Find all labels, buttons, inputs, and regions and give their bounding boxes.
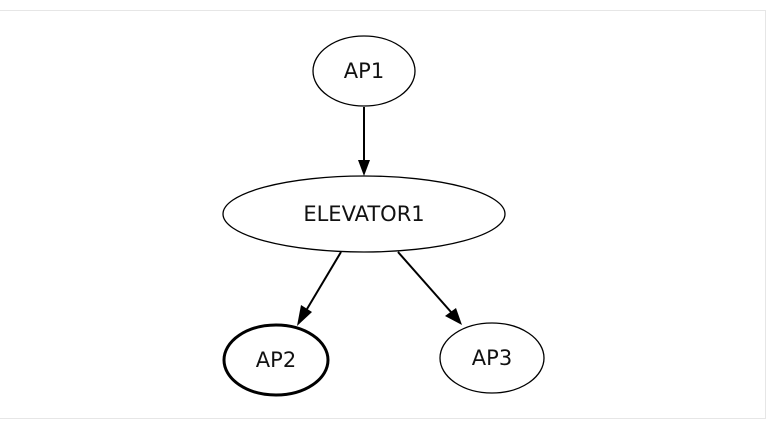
- node-ap3[interactable]: AP3: [439, 322, 545, 394]
- node-elevator1[interactable]: ELEVATOR1: [222, 175, 506, 253]
- edge-elevator1-ap3: [397, 251, 462, 325]
- node-ap2[interactable]: AP2: [222, 323, 330, 397]
- node-ap1-label: AP1: [344, 59, 384, 83]
- node-elevator1-label: ELEVATOR1: [303, 202, 424, 226]
- diagram-frame: [0, 10, 766, 419]
- node-ap1[interactable]: AP1: [312, 35, 416, 107]
- edge-ap1-elevator1: [358, 107, 370, 176]
- node-ap3-label: AP3: [472, 346, 512, 370]
- edge-elevator1-ap2: [297, 251, 342, 326]
- node-ap2-label: AP2: [256, 348, 296, 372]
